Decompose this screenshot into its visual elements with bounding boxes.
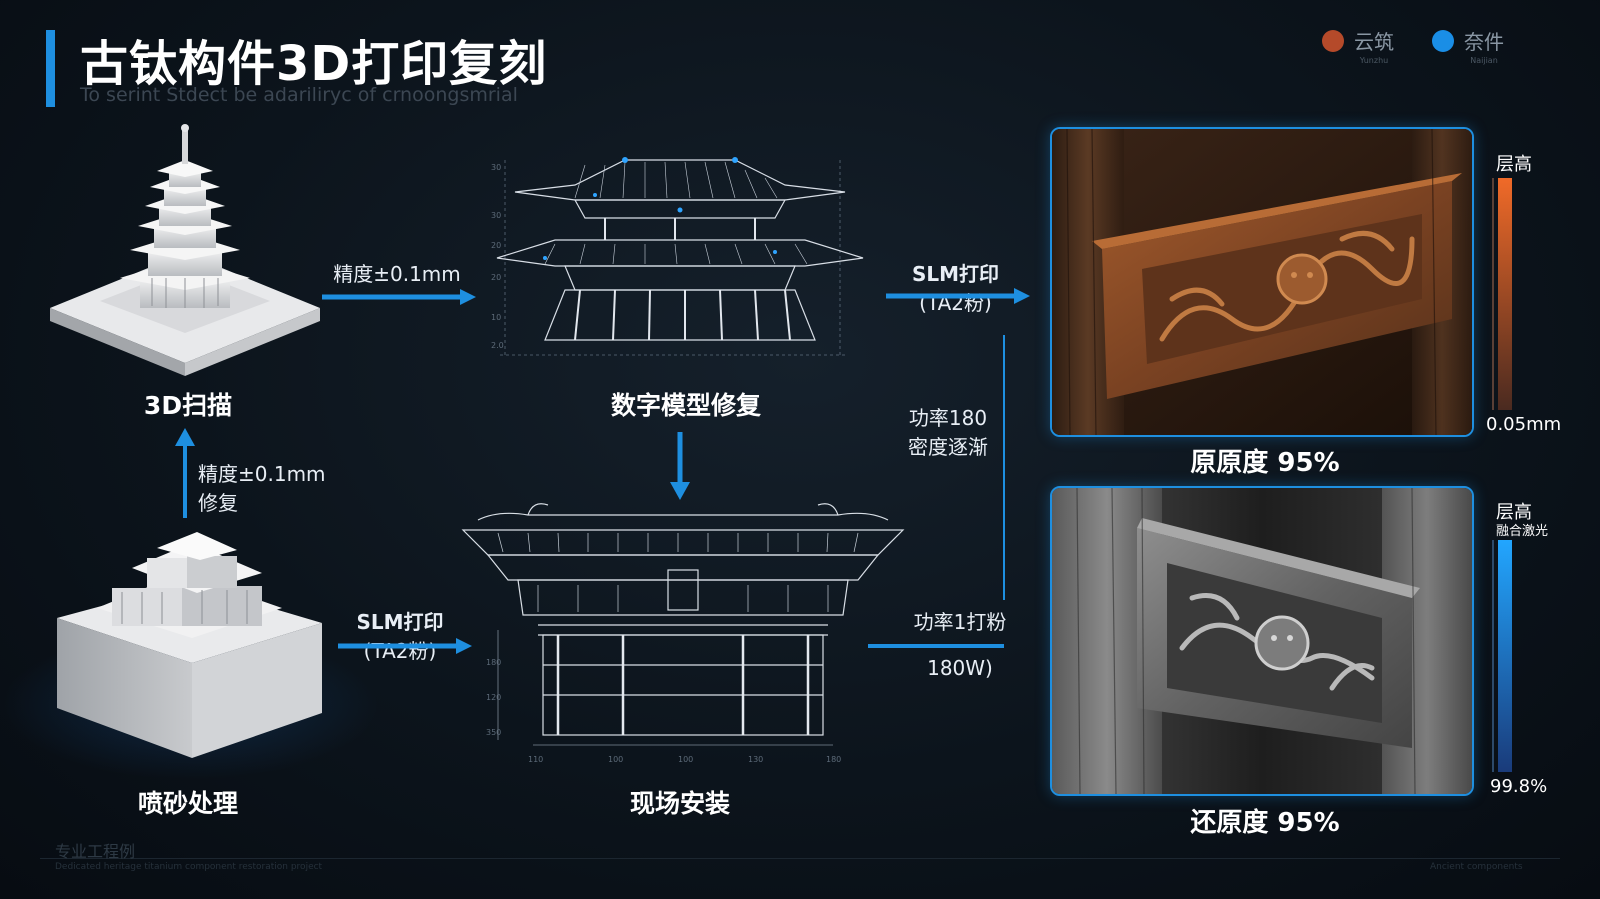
legend-label: 奈件 bbox=[1464, 30, 1504, 54]
arrow-label-power-line1: 功率1打粉 bbox=[913, 610, 1007, 634]
stage-label-sandblast: 喷砂处理 bbox=[137, 789, 238, 818]
arrow-label-repair: 精度±0.1mm 修复 bbox=[198, 460, 326, 518]
wireframe-temple-model: 30 30 20 20 10 2.0 bbox=[491, 157, 864, 356]
wood-carving-image bbox=[1052, 129, 1472, 435]
dimension-tick: 110 bbox=[528, 755, 543, 764]
scale-value-bottom: 99.8% bbox=[1490, 776, 1548, 797]
legend-item-naijian: 奈件 Naijian bbox=[1432, 26, 1504, 65]
arrow-right-icon bbox=[322, 289, 476, 305]
vertical-label: 功率180 密度逐渐 bbox=[888, 404, 1008, 462]
legend-sublabel: Naijian bbox=[1470, 56, 1498, 65]
dimension-tick: 20 bbox=[491, 241, 501, 250]
dimension-tick: 30 bbox=[491, 211, 501, 220]
arrow-label-slm-lower-line2: (TA2粉) bbox=[363, 639, 437, 663]
footer-divider bbox=[40, 858, 1560, 859]
photo-restored-stone-carving bbox=[1050, 486, 1474, 796]
arrow-label-repair-line1: 精度±0.1mm bbox=[198, 462, 326, 486]
scale-bar-top bbox=[1498, 178, 1512, 410]
footer-subtext: Dedicated heritage titanium component re… bbox=[55, 862, 323, 872]
scale-title-top: 层高 bbox=[1496, 154, 1532, 175]
legend-dot-blue bbox=[1432, 30, 1454, 52]
scale-value-top: 0.05mm bbox=[1486, 414, 1562, 435]
arrow-label-slm-lower: SLM打印 (TA2粉) bbox=[340, 608, 460, 666]
arrow-label-power: 功率1打粉 bbox=[890, 608, 1030, 637]
arrow-label-repair-line2: 修复 bbox=[198, 491, 238, 515]
arrow-right-icon bbox=[338, 638, 472, 654]
legend-dot-orange bbox=[1322, 30, 1344, 52]
dimension-tick: 120 bbox=[486, 693, 501, 702]
dimension-tick: 20 bbox=[491, 273, 501, 282]
scale-subtitle-bottom: 融合激光 bbox=[1496, 524, 1549, 539]
line-drawing-hall: 180 120 350 110 100 100 130 180 bbox=[461, 503, 905, 764]
pagoda-scan-model bbox=[50, 124, 320, 376]
dimension-tick: 30 bbox=[491, 163, 501, 172]
arrow-down-icon bbox=[670, 432, 690, 500]
arrow-label-slm-lower-line1: SLM打印 bbox=[356, 610, 444, 634]
page-subtitle: To serint Stdect be adariliryc of crnoon… bbox=[80, 84, 518, 106]
arrow-label-slm-line1: SLM打印 bbox=[911, 262, 1000, 286]
arrow-label-power-line2: 180W) bbox=[927, 656, 993, 680]
scale-axis-top bbox=[1492, 178, 1494, 410]
vertical-connector bbox=[1003, 335, 1005, 600]
result-label-restored: 还原度 95% bbox=[1190, 808, 1340, 838]
legend-item-yunzhu: 云筑 Yunzhu bbox=[1322, 26, 1394, 65]
stone-carving-image bbox=[1052, 488, 1472, 794]
page-title: 古钛构件3D打印复刻 bbox=[80, 36, 548, 92]
arrow-label-precision: 精度±0.1mm bbox=[333, 262, 461, 286]
dimension-tick: 2.0 bbox=[491, 341, 504, 350]
footer-right-text: Ancient components bbox=[1430, 862, 1523, 872]
dimension-tick: 130 bbox=[748, 755, 763, 764]
dimension-tick: 100 bbox=[678, 755, 693, 764]
scale-axis-bottom bbox=[1492, 540, 1494, 772]
dimension-tick: 10 bbox=[491, 313, 501, 322]
dimension-tick: 100 bbox=[608, 755, 623, 764]
sandblast-building-model bbox=[57, 532, 322, 758]
result-label-original: 原原度 95% bbox=[1190, 448, 1340, 478]
legend-label: 云筑 bbox=[1354, 30, 1394, 54]
arrow-right-icon bbox=[886, 288, 1030, 304]
title-accent-bar bbox=[46, 30, 55, 107]
dimension-tick: 180 bbox=[486, 658, 501, 667]
photo-original-wood-carving bbox=[1050, 127, 1474, 437]
stage-label-install: 现场安装 bbox=[629, 789, 730, 818]
scale-title-bottom: 层高 bbox=[1496, 502, 1532, 523]
connector-line bbox=[868, 644, 1004, 648]
footer-label: 专业工程例 bbox=[55, 842, 136, 861]
dimension-tick: 180 bbox=[826, 755, 841, 764]
arrow-up-icon bbox=[175, 428, 195, 518]
vertical-label-line2: 密度逐渐 bbox=[908, 435, 988, 459]
stage-label-scan: 3D扫描 bbox=[143, 391, 233, 420]
vertical-label-line1: 功率180 bbox=[908, 406, 988, 430]
dimension-tick: 350 bbox=[486, 728, 501, 737]
stage-label-digital-repair: 数字模型修复 bbox=[610, 391, 761, 420]
scale-bar-bottom bbox=[1498, 540, 1512, 772]
legend-sublabel: Yunzhu bbox=[1359, 56, 1389, 65]
